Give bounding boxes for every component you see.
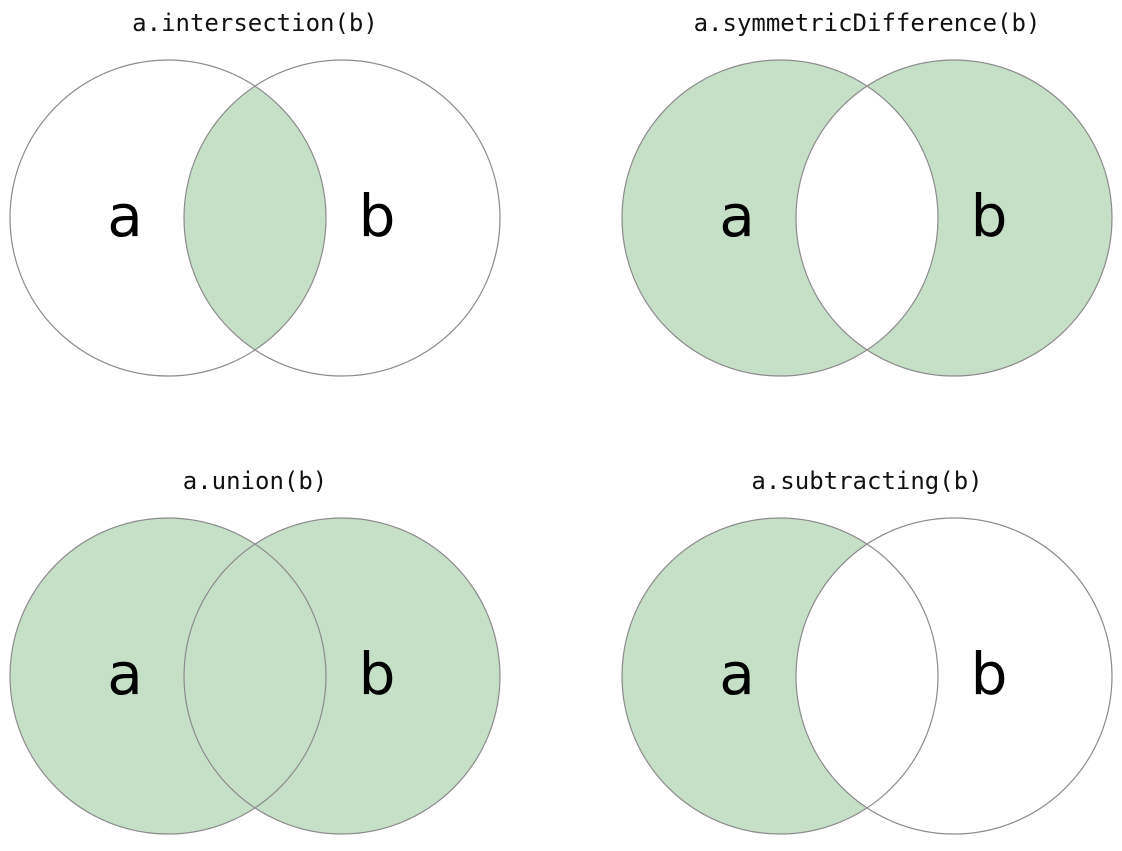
set-b-label: b <box>971 182 1008 250</box>
panel-title-subtracting: a.subtracting(b) <box>751 467 983 495</box>
set-a-circle-outline <box>9 59 327 377</box>
set-a-label: a <box>107 640 143 708</box>
set-b-circle-outline <box>183 517 501 835</box>
set-b-label: b <box>359 640 396 708</box>
set-a-label: a <box>719 640 755 708</box>
panel-title-symmetric-difference: a.symmetricDifference(b) <box>693 9 1041 37</box>
set-a-label: a <box>719 182 755 250</box>
set-b-circle-outline <box>795 517 1113 835</box>
set-b-label: b <box>971 640 1008 708</box>
intersection-unshaded <box>796 544 938 808</box>
set-a-circle-outline <box>9 517 327 835</box>
panel-title-union: a.union(b) <box>182 467 328 495</box>
intersection-fill <box>184 544 326 808</box>
set-b-label: b <box>359 182 396 250</box>
set-b-circle-outline <box>183 59 501 377</box>
intersection-unshaded <box>796 86 938 350</box>
set-a-circle-outline <box>621 517 939 835</box>
set-a-label: a <box>107 182 143 250</box>
set-a-circle-outline <box>621 59 939 377</box>
panel-title-intersection: a.intersection(b) <box>132 9 378 37</box>
intersection-fill <box>184 86 326 350</box>
set-b-circle-outline <box>795 59 1113 377</box>
